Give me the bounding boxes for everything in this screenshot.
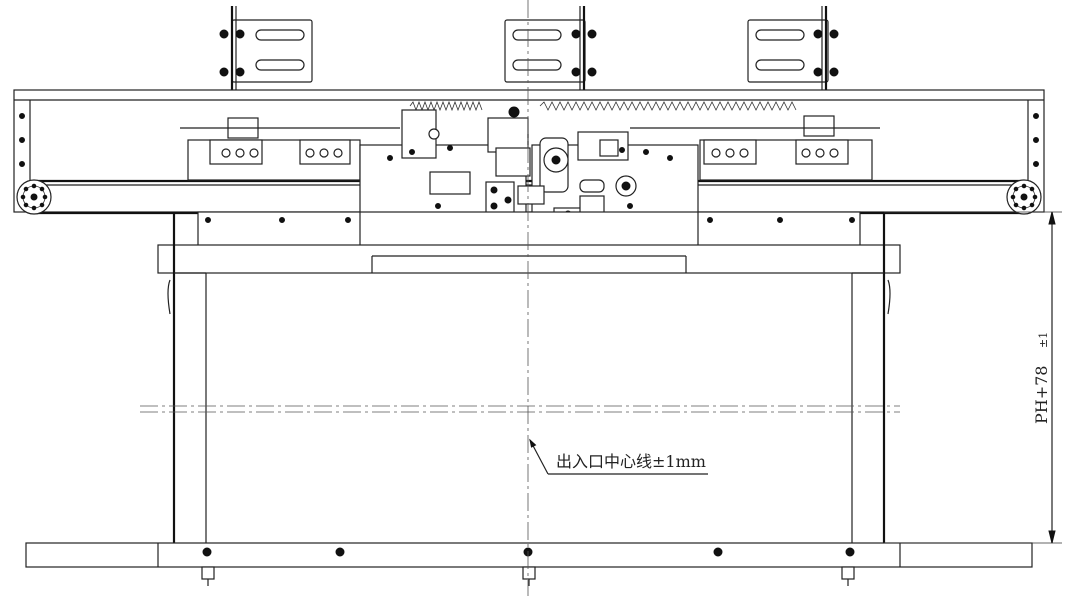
mounting-bracket-right: [747, 6, 839, 90]
door-sill: [25, 542, 1033, 586]
dimension-height: [884, 211, 1062, 544]
mounting-bracket-left: [219, 6, 313, 90]
pulley-right: [1006, 179, 1042, 215]
centerline-note-leader: [529, 438, 708, 475]
center-lines: [140, 0, 900, 596]
dimension-label: PH+78: [1032, 366, 1051, 424]
door-hanger-left: [180, 117, 400, 181]
door-hanger-right: [630, 115, 880, 181]
dimension-tolerance: ±1: [1037, 332, 1050, 348]
door-frame: [157, 212, 901, 545]
mounting-bracket-center: [504, 6, 597, 90]
centerline-note: 出入口中心线±1mm: [556, 452, 706, 471]
pulley-left: [16, 179, 52, 215]
